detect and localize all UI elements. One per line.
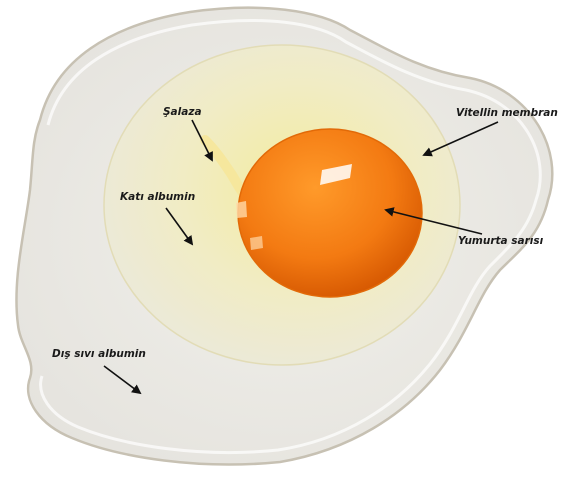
- label-dis-sivi-albumin: Dış sıvı albumin: [52, 348, 146, 360]
- label-salaza: Şalaza: [163, 106, 202, 118]
- label-yumurta-sarisi: Yumurta sarısı: [458, 235, 544, 247]
- yolk: [238, 129, 422, 297]
- yolk-highlight-low: [250, 236, 263, 250]
- label-vitellin-membran: Vitellin membran: [456, 107, 558, 119]
- yolk-highlight-small: [236, 201, 247, 218]
- label-kati-albumin: Katı albumin: [120, 191, 195, 203]
